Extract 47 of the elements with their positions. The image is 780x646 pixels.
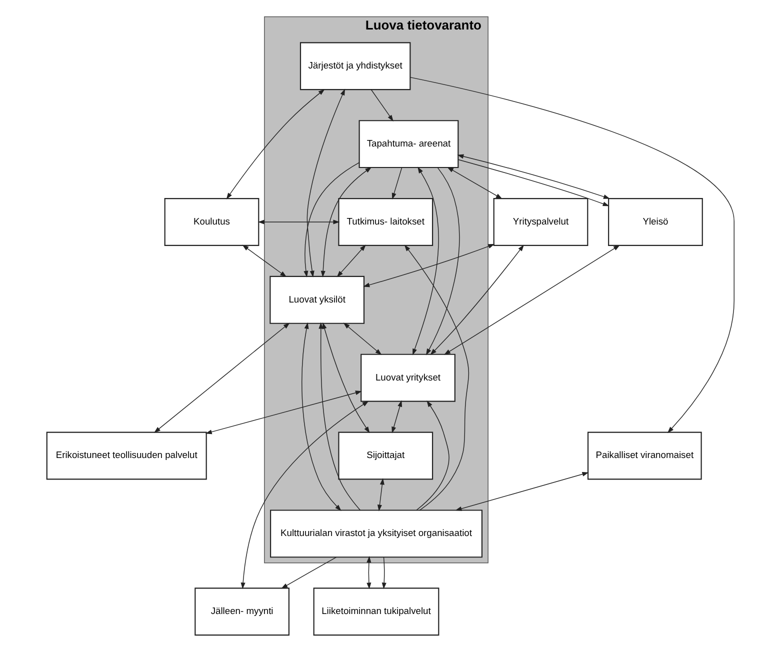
arrow: [446, 166, 502, 200]
arrow: [456, 154, 610, 199]
arrow: [376, 478, 384, 512]
node-box: Tutkimus- laitokset: [338, 198, 433, 246]
arrow: [342, 322, 382, 356]
arrow: [318, 322, 360, 511]
arrow: [240, 400, 368, 590]
node-box: Yrityspalvelut: [492, 198, 588, 246]
arrow: [257, 220, 340, 224]
node-box: Järjestöt ja yhdistykset: [299, 42, 410, 90]
arrow: [370, 89, 393, 122]
arrow: [457, 159, 609, 206]
arrow: [404, 244, 469, 511]
arrow: [280, 556, 336, 589]
arrow: [306, 88, 345, 278]
node-box: Jälleen- myynti: [194, 588, 289, 636]
arrow: [391, 400, 402, 434]
arrow: [430, 244, 524, 356]
node-box: Yleisö: [608, 198, 702, 246]
arrow: [416, 400, 449, 510]
arrow: [381, 556, 386, 590]
node-box: Kulttuurialan virastot ja yksityiset organisaatiot: [270, 510, 482, 558]
arrow: [301, 322, 341, 511]
node-box: Paikalliset viranomaiset: [586, 432, 702, 480]
node-box: Koulutus: [164, 198, 259, 246]
arrow: [412, 166, 438, 356]
arrow: [226, 89, 324, 200]
arrow: [443, 244, 620, 355]
arrow: [425, 167, 460, 356]
arrow: [336, 244, 366, 278]
arrow: [303, 162, 360, 278]
arrow: [322, 322, 370, 434]
arrow: [366, 556, 371, 590]
arrow: [409, 76, 734, 434]
arrow: [454, 472, 588, 511]
arrow: [320, 166, 372, 278]
node-box: Erikoistuneet teollisuuden palvelut: [46, 432, 206, 480]
arrow: [204, 390, 362, 434]
node-box: Sijoittajat: [338, 432, 433, 480]
node-box: Luovat yritykset: [360, 354, 455, 402]
arrow: [242, 244, 286, 278]
arrow: [153, 322, 290, 433]
node-box: Liiketoiminnan tukipalvelut: [312, 588, 439, 636]
arrow: [362, 244, 494, 288]
node-box: Tapahtuma- areenat: [358, 120, 458, 168]
node-box: Luovat yksilöt: [269, 276, 364, 324]
arrow: [391, 167, 402, 200]
